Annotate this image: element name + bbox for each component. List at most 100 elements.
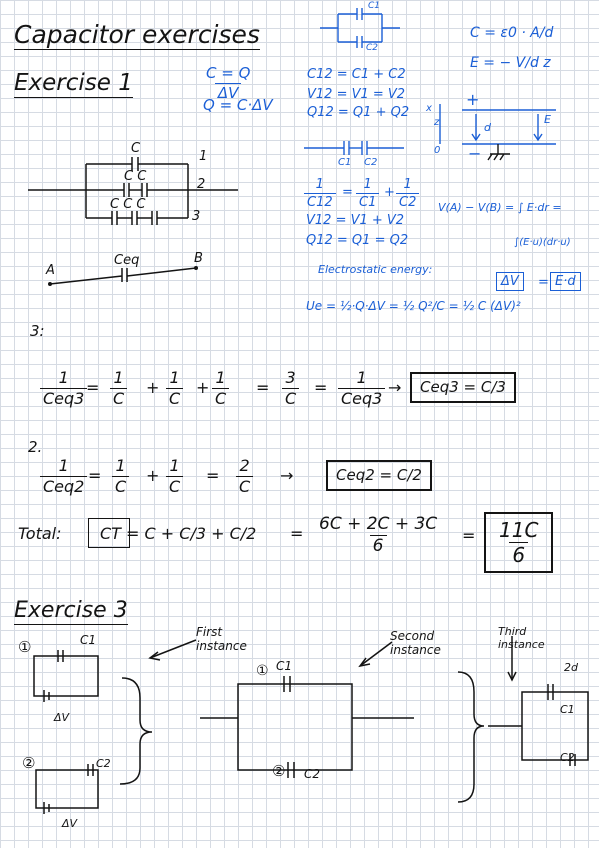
eq3-sum-num: 3 — [285, 368, 296, 387]
eq3-rhs: 1 Ceq3 — [338, 368, 386, 407]
case-2-label: 2. — [28, 438, 43, 456]
total-equals-2: = — [462, 526, 476, 545]
total-ct-box — [88, 518, 130, 548]
total-fraction: 6C + 2C + 3C 6 — [316, 516, 440, 555]
inst-third-2d-label: 2d — [564, 661, 578, 674]
eq2-term-1-den: C — [112, 476, 130, 495]
total-num: 6C + 2C + 3C — [319, 514, 438, 534]
delta-v-box: ΔV — [496, 272, 524, 291]
series-term-1-num: 1 — [363, 177, 372, 192]
eq3-term-3-den: C — [212, 388, 230, 407]
total-label: Total: — [18, 524, 62, 543]
capacitance-plate-formula: C = ε0 · A/d — [470, 25, 554, 41]
inst-second-c1-label: C1 — [276, 659, 293, 673]
exercise-3-diagrams — [33, 636, 589, 814]
equivalent-capacitor — [48, 266, 198, 286]
eq2-equals-1: = — [88, 466, 102, 485]
inst-third-c1-label: C1 — [560, 703, 575, 716]
eq3-equals-3: = — [314, 378, 328, 397]
eq3-arrow: → — [388, 378, 402, 397]
first-instance-label: First instance — [196, 625, 247, 653]
series-eq-sign: = — [342, 185, 353, 200]
eq2-result-box: Ceq2 = C/2 — [326, 460, 432, 491]
series-term-2-den: C2 — [396, 193, 420, 209]
energy-label: Electrostatic energy: — [318, 263, 433, 276]
eq3-lhs: 1 Ceq3 — [40, 368, 88, 407]
charge-formula: Q = C·ΔV — [203, 96, 273, 114]
eq3-term-2: 1 C — [166, 368, 184, 407]
second-instance-label: Second instance — [390, 629, 441, 657]
eq2-sum-num: 2 — [239, 456, 250, 475]
series-lhs: 1 C12 — [304, 178, 336, 209]
eq2-term-1: 1 C — [112, 456, 130, 495]
parallel-capacitance: C12 = C1 + C2 — [307, 67, 406, 82]
series-lhs-den: C12 — [304, 193, 336, 209]
parallel-plate-diagram — [439, 104, 556, 161]
eq3-plus-2: + — [196, 378, 210, 397]
eq2-term-1-num: 1 — [115, 456, 126, 475]
branch-number-3: 3 — [192, 209, 201, 224]
series-c1-label: C1 — [338, 157, 352, 168]
series-term-1-den: C1 — [356, 193, 380, 209]
eq2-term-2-den: C — [166, 476, 184, 495]
total-res-num: 11C — [499, 518, 539, 542]
branch-number-1: 1 — [199, 149, 208, 164]
series-term-1: 1 C1 — [356, 177, 380, 209]
marker-2: ② — [22, 754, 36, 772]
exercise-3-heading: Exercise 3 — [14, 598, 128, 625]
eq2-term-2-num: 1 — [169, 456, 180, 475]
eq3-lhs-num: 1 — [58, 368, 69, 387]
inst-third-c2-label: C2 — [560, 751, 575, 764]
eq2-lhs-den: Ceq2 — [40, 476, 88, 495]
eq3-result-box: Ceq3 = C/3 — [410, 372, 516, 403]
inst2-c2-label: C2 — [96, 757, 111, 770]
page-title: Capacitor exercises — [14, 20, 260, 50]
eq3-term-2-num: 1 — [169, 368, 180, 387]
marker-2-second: ② — [272, 762, 286, 780]
eq3-term-1-den: C — [110, 388, 128, 407]
branch-number-2: 2 — [197, 177, 206, 192]
cap-def-denominator: ΔV — [214, 83, 242, 101]
eq2-arrow: → — [280, 466, 294, 485]
potential-integral: ∫(E·u)(dr·u) — [514, 237, 571, 248]
parallel-c2-label: C2 — [366, 43, 379, 53]
eq2-lhs: 1 Ceq2 — [40, 456, 88, 495]
case-3-label: 3: — [30, 322, 45, 340]
marker-1-second: ① — [256, 663, 269, 679]
eq3-plus-1: + — [146, 378, 160, 397]
eq2-term-2: 1 C — [166, 456, 184, 495]
energy-formula: Ue = ½·Q·ΔV = ½ Q²/C = ½ C (ΔV)² — [306, 299, 521, 313]
series-term-2: 1 C2 — [396, 177, 420, 209]
eq3-sum: 3 C — [282, 368, 300, 407]
series-capacitors-diagram — [304, 141, 404, 155]
total-res-den: 6 — [509, 542, 529, 565]
eq3-rhs-den: Ceq3 — [338, 388, 386, 407]
eq3-lhs-den: Ceq3 — [40, 388, 88, 407]
series-lhs-num: 1 — [315, 177, 324, 192]
parallel-capacitors-diagram — [320, 8, 400, 48]
eq2-sum: 2 C — [236, 456, 254, 495]
parallel-voltage: V12 = V1 = V2 — [307, 87, 406, 102]
series-plus-sign: + — [384, 185, 395, 200]
capacitance-definition: C = Q ΔV — [203, 66, 253, 101]
plate-minus: − — [468, 144, 482, 163]
eq3-term-1: 1 C — [110, 368, 128, 407]
eq3-sum-den: C — [282, 388, 300, 407]
series-term-2-num: 1 — [403, 177, 412, 192]
parallel-c1-label: C1 — [368, 1, 381, 11]
eq2-lhs-num: 1 — [58, 456, 69, 475]
series-c2-label: C2 — [364, 157, 378, 168]
ceq-label: Ceq — [114, 253, 140, 268]
axis-x-label: x — [426, 103, 432, 114]
eq3-rhs-num: 1 — [356, 368, 367, 387]
inst1-dv-label: ΔV — [54, 711, 70, 724]
ed-box: E·d — [550, 272, 581, 291]
exercise-1-heading: Exercise 1 — [14, 70, 133, 98]
field-formula: E = − V/d z — [470, 55, 551, 71]
eq3-equals-2: = — [256, 378, 270, 397]
third-instance-label: Third instance — [498, 625, 545, 651]
eq3-term-1-num: 1 — [113, 368, 124, 387]
cap-def-numerator: C = Q — [206, 64, 251, 82]
axis-d-label: d — [484, 121, 491, 134]
eq2-sum-den: C — [236, 476, 254, 495]
